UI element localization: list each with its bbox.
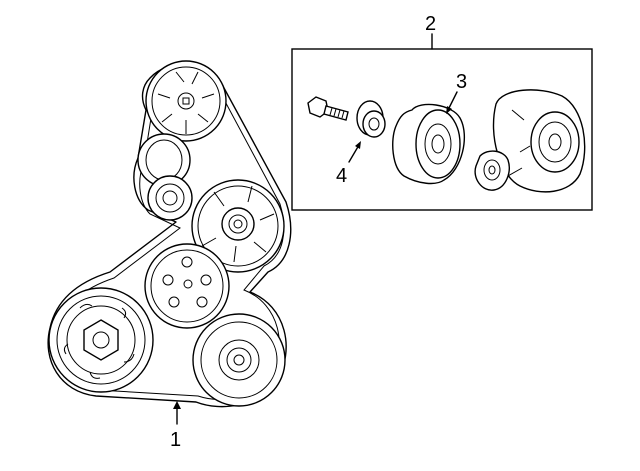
callout-idler-pulley: 3 bbox=[456, 71, 467, 93]
callout-4-leader bbox=[348, 141, 361, 163]
tensioner-assembly bbox=[474, 89, 586, 193]
ac-compressor-pulley bbox=[192, 313, 286, 407]
crankshaft-pulley bbox=[48, 287, 154, 393]
callout-washer: 4 bbox=[336, 165, 347, 187]
tensioner-kit-box bbox=[291, 33, 593, 211]
callout-3-leader bbox=[446, 91, 458, 114]
washer bbox=[356, 100, 386, 138]
bolt bbox=[307, 96, 349, 121]
callout-tensioner-kit: 2 bbox=[425, 13, 436, 35]
belt-tensioner bbox=[191, 179, 285, 273]
callout-belt: 1 bbox=[170, 429, 181, 451]
idler-pulley bbox=[392, 103, 465, 185]
callout-1-leader bbox=[173, 401, 181, 425]
left-idler-pulley bbox=[147, 175, 193, 221]
water-pump-pulley bbox=[144, 243, 230, 329]
alternator-pulley bbox=[145, 60, 227, 142]
